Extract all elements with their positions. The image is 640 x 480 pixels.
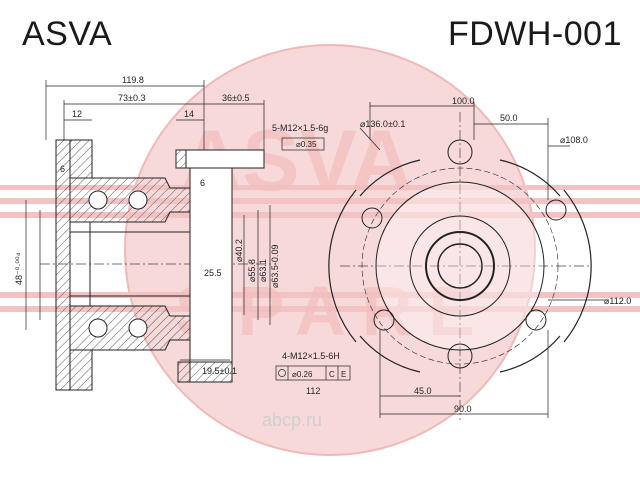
dim-diam-55: ⌀55.8 [247,259,257,282]
center-bore [437,243,483,289]
dim-bottom-90: 90.0 [454,404,472,414]
front-view [328,112,592,420]
dim-stud-length: 36±0.5 [222,93,249,103]
dim-hub-length: 73±0.3 [118,93,145,103]
bearing-ball [88,190,108,210]
front-dimensions [359,102,608,418]
dim-bottom-112: 112 [306,386,320,396]
dim-bolt-holes: 4-M12×1.5-6H [282,351,340,361]
bolt-hole [373,309,395,331]
bearing-ball [128,318,148,338]
bearing-ball [88,318,108,338]
dim-diam-40: ⌀40.2 [234,239,244,262]
pcd-circle [361,167,559,365]
hub-ring [409,215,511,317]
brand-title: ASVA [22,15,113,53]
datum-e: E [341,370,346,379]
bolt-hole [447,139,473,165]
hub-nose [69,139,93,179]
part-number: FDWH-001 [447,15,622,53]
section-labels: 119.8 73±0.3 36±0.5 12 14 6 6 5-M12×1.5-… [14,75,328,376]
flange-outline [375,181,545,351]
dim-pcd-112: ⌀112.0 [604,296,631,306]
dim-bottom-45: 45.0 [414,386,432,396]
bearing-flange [177,361,233,383]
dim-offset-6-top: 6 [60,164,65,174]
dim-top-50: 50.0 [500,113,518,123]
bearing-ball [128,190,148,210]
section-dimensions [25,80,271,361]
dim-offset-14: 14 [184,109,194,119]
bolt-hole [525,309,547,331]
bolt-hole [361,207,383,229]
dim-bore: 25.5 [204,268,222,278]
wheel-stud [175,149,265,169]
dim-position-tol: ⌀0.35 [296,140,317,149]
bolt-hole [447,343,473,369]
dim-diam-63-1: ⌀63.1 [258,259,268,282]
section-view [40,139,275,391]
bearing-housing [189,149,233,383]
dim-flange: 19.5±0.1 [202,366,237,376]
dim-pcd-108: ⌀108.0 [560,135,588,145]
dim-thread: 5-M12×1.5-6g [272,123,328,133]
dim-offset-6-right: 6 [200,178,205,188]
dim-bolt-tol: ⌀0.26 [292,370,313,379]
dim-pcd-136: ⌀136.0±0.1 [360,119,405,129]
watermark-site: abcp.ru [262,410,323,430]
dim-top-100: 100.0 [452,96,475,106]
dim-diameter-48: 48⁻⁰·⁰⁰⁴ [14,252,24,285]
hub-flange-left [55,139,71,391]
dim-diam-63-5: ⌀63.5-0.09 [270,245,280,288]
watermark-stripes [0,185,640,312]
dim-offset-12: 12 [72,109,82,119]
bolt-hole [545,199,567,221]
datum-c: C [329,370,335,379]
dim-overall-width: 119.8 [122,75,144,85]
front-labels: 100.0 50.0 ⌀136.0±0.1 ⌀108.0 ⌀112.0 4-M1… [275,96,631,414]
hub-ring-inner [425,231,495,301]
